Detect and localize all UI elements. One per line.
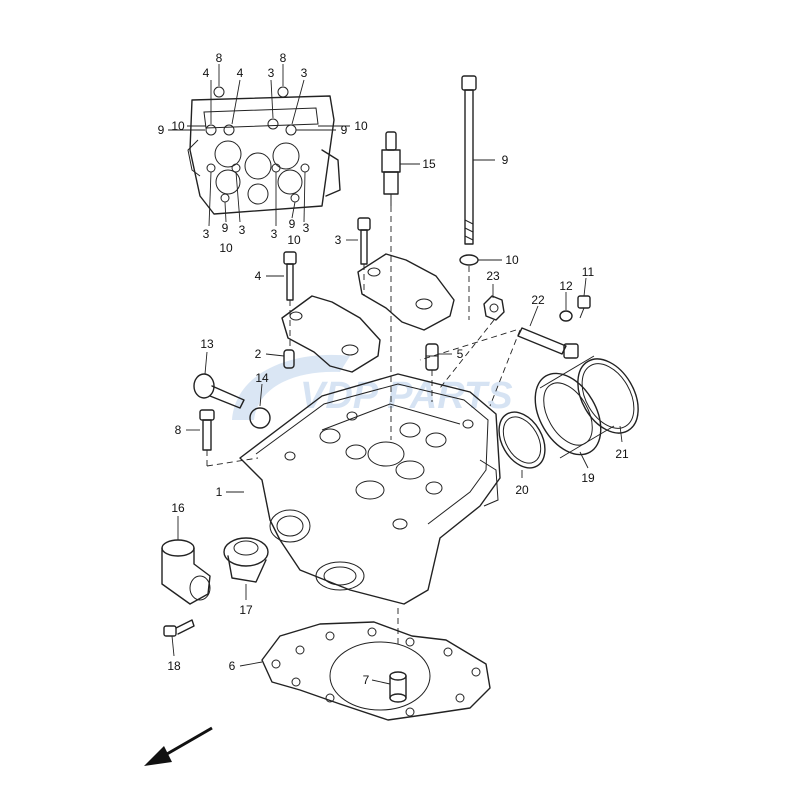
o-ring: [249, 407, 271, 429]
callout-5: 5: [457, 347, 464, 361]
camshaft-cap-left: [281, 295, 381, 373]
callout-17: 17: [239, 603, 253, 617]
callout-13: 13: [200, 337, 214, 351]
callout-16: 16: [171, 501, 185, 515]
callout-6: 6: [229, 659, 236, 673]
bolt-4: [283, 251, 297, 301]
bolt-washer: [459, 254, 479, 266]
cylinder-head-top-view: [187, 86, 341, 215]
assembly-lines: [206, 206, 521, 644]
water-outlet-bolt: [163, 619, 195, 637]
callout-3: 3: [268, 66, 275, 80]
water-outlet: [161, 539, 211, 605]
callout-19: 19: [581, 471, 595, 485]
callout-11: 11: [582, 265, 595, 279]
callout-22: 22: [531, 293, 545, 307]
callout-10: 10: [287, 233, 301, 247]
callout-7: 7: [363, 673, 370, 687]
callout-10: 10: [354, 119, 368, 133]
clamp-20: [498, 411, 546, 469]
callout-12: 12: [559, 279, 573, 293]
gasket-dowel: [389, 671, 407, 703]
callout-15: 15: [422, 157, 436, 171]
callout-9: 9: [222, 221, 229, 235]
stud-bolt: [193, 373, 245, 409]
dowel-pin-5: [425, 343, 439, 371]
callout-3: 3: [203, 227, 210, 241]
watermark: VDP PARTS: [232, 354, 513, 420]
nut: [483, 295, 505, 321]
callout-4: 4: [203, 66, 210, 80]
intake-pipe: [534, 355, 615, 459]
callout-8: 8: [280, 51, 287, 65]
callout-8: 8: [175, 423, 182, 437]
callout-labels: 8 8 4 4 3 3 9 10 9 10 3 9 3 10 3 9 3 10 …: [158, 51, 629, 687]
callout-3: 3: [271, 227, 278, 241]
callout-9: 9: [341, 123, 348, 137]
callout-9: 9: [502, 153, 509, 167]
spark-plug: [381, 131, 401, 206]
screw-11: [577, 295, 591, 319]
clamp-21: [577, 358, 639, 434]
intake-bolt: [517, 327, 579, 359]
head-bolt-long: [461, 75, 477, 245]
bolt-8: [199, 409, 215, 451]
callout-14: 14: [255, 371, 269, 385]
bolt-3: [357, 217, 371, 265]
callout-21: 21: [615, 447, 629, 461]
callout-4: 4: [255, 269, 262, 283]
callout-9: 9: [158, 123, 165, 137]
callout-10: 10: [219, 241, 233, 255]
callout-23: 23: [486, 269, 500, 283]
callout-3: 3: [239, 223, 246, 237]
leader-lines: [168, 64, 623, 685]
thermostat: [223, 537, 269, 583]
watermark-text: VDP PARTS: [300, 375, 513, 417]
dowel-pin-2: [283, 349, 295, 369]
callout-3: 3: [303, 221, 310, 235]
callout-2: 2: [255, 347, 262, 361]
callout-10: 10: [505, 253, 519, 267]
callout-20: 20: [515, 483, 529, 497]
callout-8: 8: [216, 51, 223, 65]
cylinder-head-gasket: [261, 621, 491, 721]
callout-9: 9: [289, 217, 296, 231]
camshaft-cap-right: [357, 253, 455, 331]
callout-18: 18: [167, 659, 181, 673]
screw-12: [559, 310, 573, 322]
callout-3: 3: [335, 233, 342, 247]
callout-1: 1: [216, 485, 223, 499]
callout-3: 3: [301, 66, 308, 80]
callout-10: 10: [171, 119, 185, 133]
front-arrow-icon: [144, 726, 213, 766]
callout-4: 4: [237, 66, 244, 80]
cylinder-head: [239, 373, 501, 605]
